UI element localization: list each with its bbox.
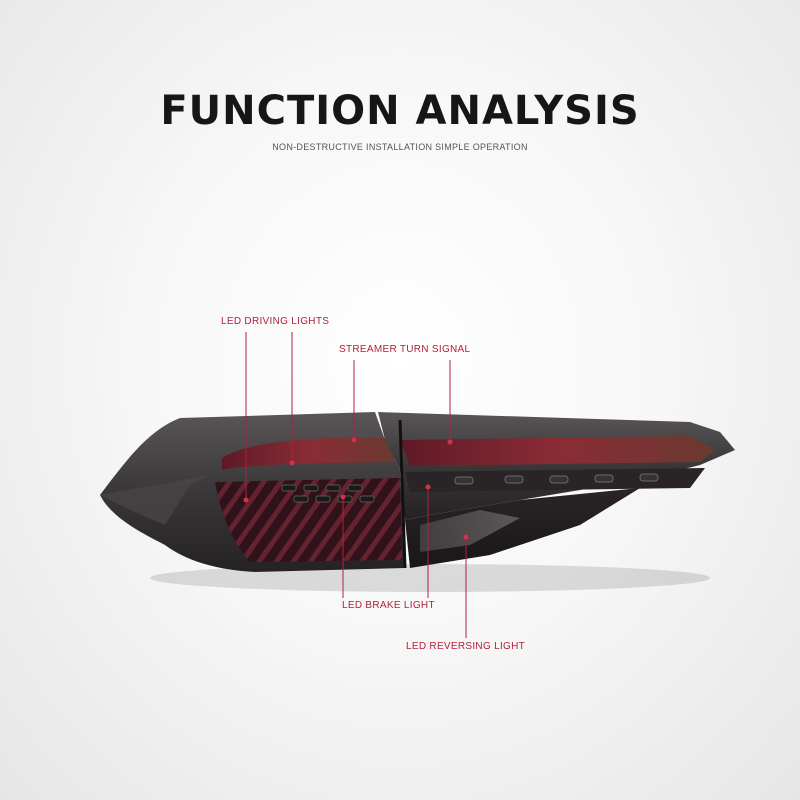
callout-dots [243, 437, 469, 540]
label-led-driving-lights: LED DRIVING LIGHTS [221, 316, 330, 327]
callout-lines [245, 332, 467, 638]
left-lamp-housing [100, 412, 405, 572]
label-streamer-turn-signal: STREAMER TURN SIGNAL [339, 344, 471, 355]
lamp-seam [398, 419, 407, 569]
page-subtitle: NON-DESTRUCTIVE INSTALLATION SIMPLE OPER… [272, 142, 528, 152]
label-led-brake-light: LED BRAKE LIGHT [342, 600, 435, 611]
page-title: FUNCTION ANALYSIS [160, 88, 640, 134]
label-led-reversing-light: LED REVERSING LIGHT [406, 641, 526, 652]
right-lamp-housing [378, 412, 735, 568]
